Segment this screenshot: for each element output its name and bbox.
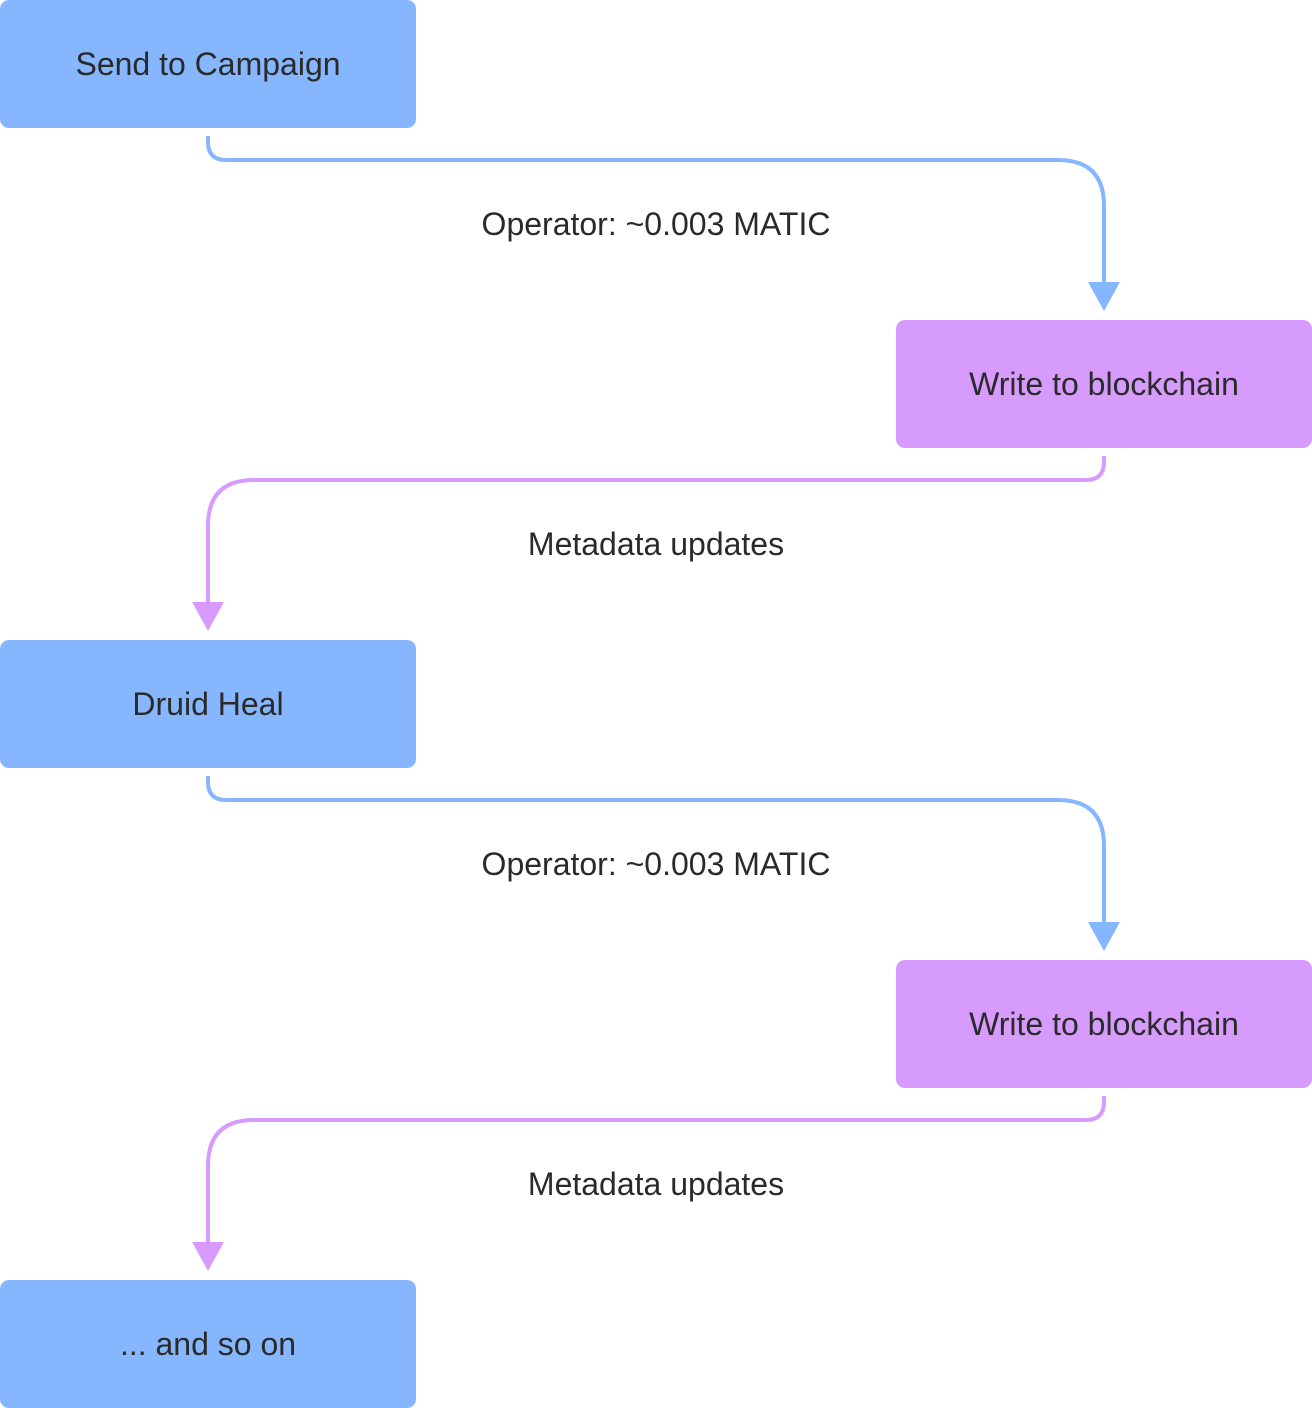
arrowhead-icon xyxy=(1088,282,1120,311)
arrowhead-icon xyxy=(1088,922,1120,951)
edge-send-to-write-1 xyxy=(206,136,1120,311)
edge-write-2-to-and-so-on xyxy=(192,1096,1106,1271)
connector-line xyxy=(206,456,1106,604)
arrowhead-icon xyxy=(192,1242,224,1271)
node-druid-heal: Druid Heal xyxy=(0,640,416,768)
node-and-so-on: ... and so on xyxy=(0,1280,416,1408)
node-label: Write to blockchain xyxy=(969,1005,1239,1042)
edge-label-metadata-updates: Metadata updates xyxy=(527,526,785,562)
node-send-to-campaign: Send to Campaign xyxy=(0,0,416,128)
node-label: ... and so on xyxy=(119,1325,297,1362)
node-write-to-blockchain: Write to blockchain xyxy=(896,320,1312,448)
edge-druid-to-write-2 xyxy=(206,776,1120,951)
arrowhead-icon xyxy=(192,602,224,631)
node-write-to-blockchain: Write to blockchain xyxy=(896,960,1312,1088)
node-label: Send to Campaign xyxy=(75,45,341,82)
edge-label-operator-cost: Operator: ~0.003 MATIC xyxy=(481,206,831,242)
edge-label-metadata-updates: Metadata updates xyxy=(527,1166,785,1202)
connector-line xyxy=(206,136,1106,284)
connector-line xyxy=(206,776,1106,924)
node-label: Druid Heal xyxy=(132,685,284,722)
node-label: Write to blockchain xyxy=(969,365,1239,402)
edge-label-operator-cost: Operator: ~0.003 MATIC xyxy=(481,846,831,882)
edge-write-1-to-druid xyxy=(192,456,1106,631)
connector-line xyxy=(206,1096,1106,1244)
